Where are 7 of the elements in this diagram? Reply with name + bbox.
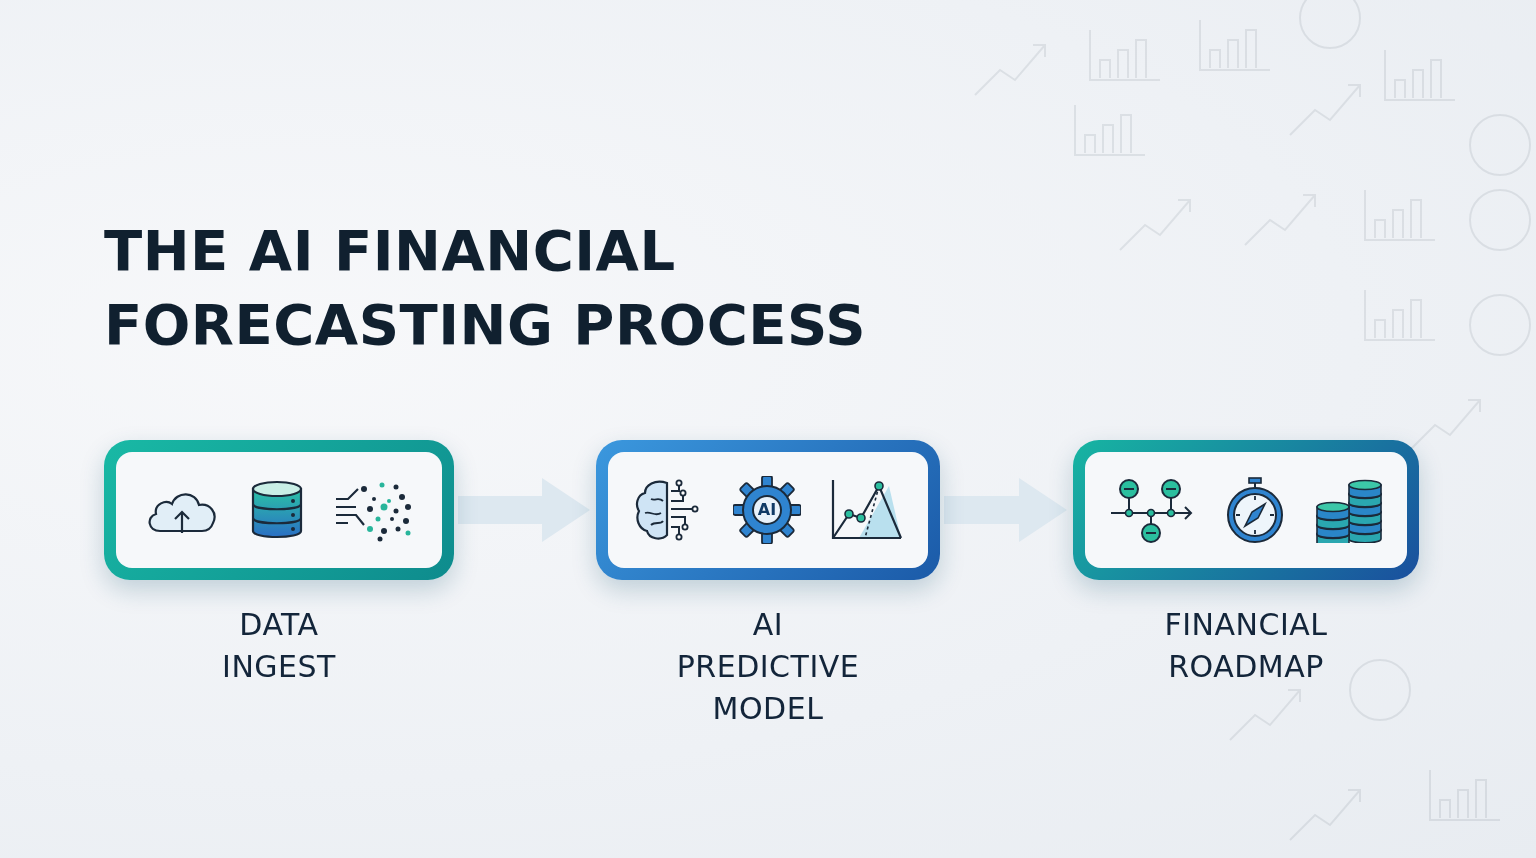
flow-arrow	[458, 478, 590, 542]
step-label: FINANCIAL ROADMAP	[1163, 606, 1329, 686]
icon-text: AI	[757, 502, 777, 518]
flow-arrow	[944, 478, 1067, 542]
step-label: DATA INGEST	[221, 606, 337, 686]
title: THE AI FINANCIAL FORECASTING PROCESS	[104, 217, 868, 359]
step-label: AI PREDICTIVE MODEL	[675, 606, 861, 728]
